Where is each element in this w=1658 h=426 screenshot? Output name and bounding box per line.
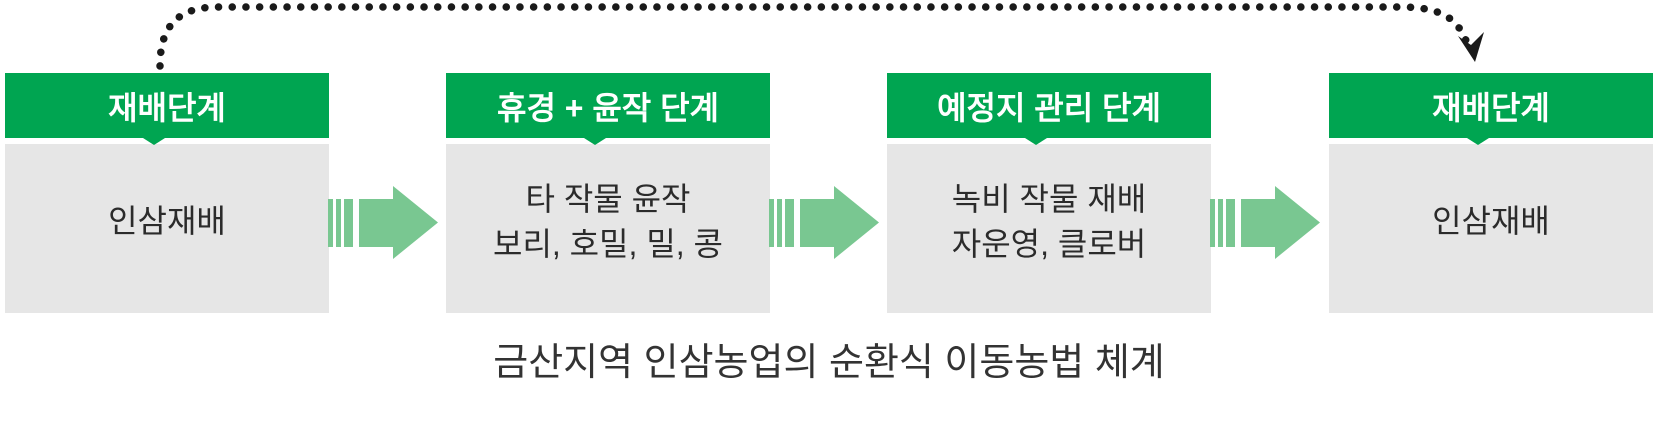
stage-line: 자운영, 클로버 xyxy=(951,225,1147,262)
stage-header: 재배단계 xyxy=(1329,73,1653,145)
stage-box-4: 재배단계 인삼재배 xyxy=(1329,73,1653,313)
stage-body: 인삼재배 xyxy=(5,144,329,313)
stage-header: 예정지 관리 단계 xyxy=(887,73,1211,145)
stage-line: 보리, 호밀, 밀, 콩 xyxy=(493,225,723,262)
stage-header: 휴경 + 윤작 단계 xyxy=(446,73,770,145)
stage-box-3: 예정지 관리 단계 녹비 작물 재배 자운영, 클로버 xyxy=(887,73,1211,313)
header-notch-icon xyxy=(1025,138,1048,145)
stage-title: 재배단계 xyxy=(1432,89,1550,126)
stage-box-2: 휴경 + 윤작 단계 타 작물 윤작 보리, 호밀, 밀, 콩 xyxy=(446,73,770,313)
stage-title: 재배단계 xyxy=(108,89,226,126)
header-notch-icon xyxy=(1467,138,1490,145)
flow-arrow-icon xyxy=(328,186,438,259)
stage-body: 녹비 작물 재배 자운영, 클로버 xyxy=(887,144,1211,313)
stage-title: 휴경 + 윤작 단계 xyxy=(497,89,719,126)
stage-line: 녹비 작물 재배 xyxy=(951,180,1147,217)
cycle-return-arrow-icon xyxy=(156,3,1484,70)
stage-line: 인삼재배 xyxy=(1432,203,1550,239)
header-notch-icon xyxy=(584,138,607,145)
stage-header: 재배단계 xyxy=(5,73,329,145)
flow-arrow-icon xyxy=(1210,186,1320,259)
stage-body: 타 작물 윤작 보리, 호밀, 밀, 콩 xyxy=(446,144,770,313)
diagram-caption: 금산지역 인삼농업의 순환식 이동농법 체계 xyxy=(493,342,1165,384)
stage-title: 예정지 관리 단계 xyxy=(937,89,1161,126)
stage-line: 인삼재배 xyxy=(108,203,226,239)
stage-body: 인삼재배 xyxy=(1329,144,1653,313)
stage-box-1: 재배단계 인삼재배 xyxy=(5,73,329,313)
stage-line: 타 작물 윤작 xyxy=(525,180,691,217)
header-notch-icon xyxy=(143,138,166,145)
flow-arrow-icon xyxy=(769,186,879,259)
